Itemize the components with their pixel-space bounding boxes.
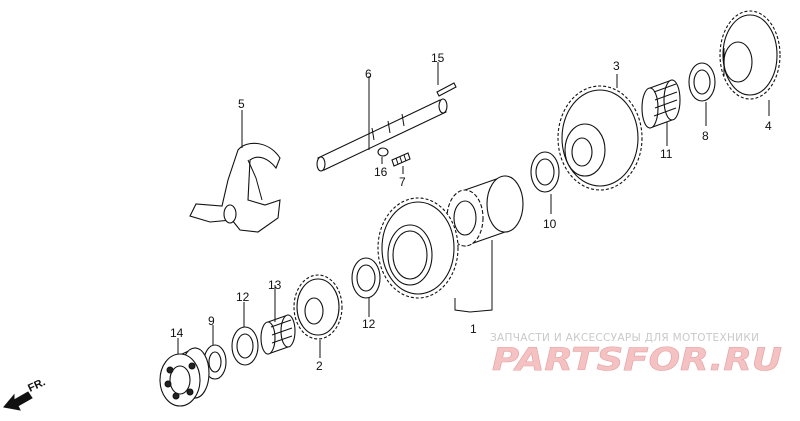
- label-part-14: 14: [170, 326, 184, 340]
- label-part-15: 15: [431, 51, 445, 65]
- splined-sleeve-part-1: [446, 175, 524, 247]
- spring-part-7: [391, 152, 411, 167]
- shift-fork-part-5: [189, 142, 281, 233]
- gear-part-1: [377, 197, 459, 299]
- label-part-3: 3: [613, 59, 620, 73]
- label-part-2: 2: [316, 359, 323, 373]
- label-part-12-left: 12: [236, 290, 250, 304]
- gear-part-2: [293, 274, 343, 340]
- washer-part-8: [688, 62, 716, 102]
- label-part-6: 6: [365, 67, 372, 81]
- label-part-8: 8: [702, 129, 709, 143]
- label-part-5: 5: [238, 97, 245, 111]
- washer-part-9: [203, 344, 227, 380]
- needle-bearing-part-11: [641, 79, 681, 129]
- label-part-4: 4: [765, 119, 772, 133]
- label-part-7: 7: [399, 175, 406, 189]
- label-part-13: 13: [268, 278, 282, 292]
- front-direction-label: FR.: [26, 376, 47, 394]
- washer-part-12-right: [351, 257, 381, 299]
- watermark-logo: PARTSFOR.RU: [492, 342, 782, 378]
- pin-part-15: [436, 82, 457, 97]
- label-part-9: 9: [208, 314, 215, 328]
- bracket-line-part-1: [454, 240, 493, 313]
- shaft-part-6: [316, 98, 448, 172]
- ball-bearing-part-14: [159, 347, 210, 407]
- gear-part-3: [557, 85, 643, 191]
- label-part-11: 11: [660, 147, 673, 161]
- part-number-labels: 1 2 3 4 5 6 7 8 9 10 11 12 12 13 14 15 1…: [170, 51, 772, 373]
- label-part-1: 1: [470, 322, 477, 336]
- needle-bearing-part-13: [260, 314, 296, 355]
- washer-part-10: [530, 151, 560, 193]
- front-direction-arrow: FR.: [3, 376, 47, 411]
- label-part-10: 10: [543, 217, 557, 231]
- gear-part-4: [719, 10, 781, 100]
- watermark-caption: ЗАПЧАСТИ И АКСЕССУАРЫ ДЛЯ МОТОТЕХНИКИ: [490, 332, 759, 344]
- washer-part-12-left: [231, 326, 259, 366]
- label-part-16: 16: [374, 165, 388, 179]
- watermark: ЗАПЧАСТИ И АКСЕССУАРЫ ДЛЯ МОТОТЕХНИКИ PA…: [490, 332, 782, 378]
- label-part-12-right: 12: [362, 317, 376, 331]
- leader-lines: [177, 62, 770, 358]
- ring-part-16: [377, 147, 389, 157]
